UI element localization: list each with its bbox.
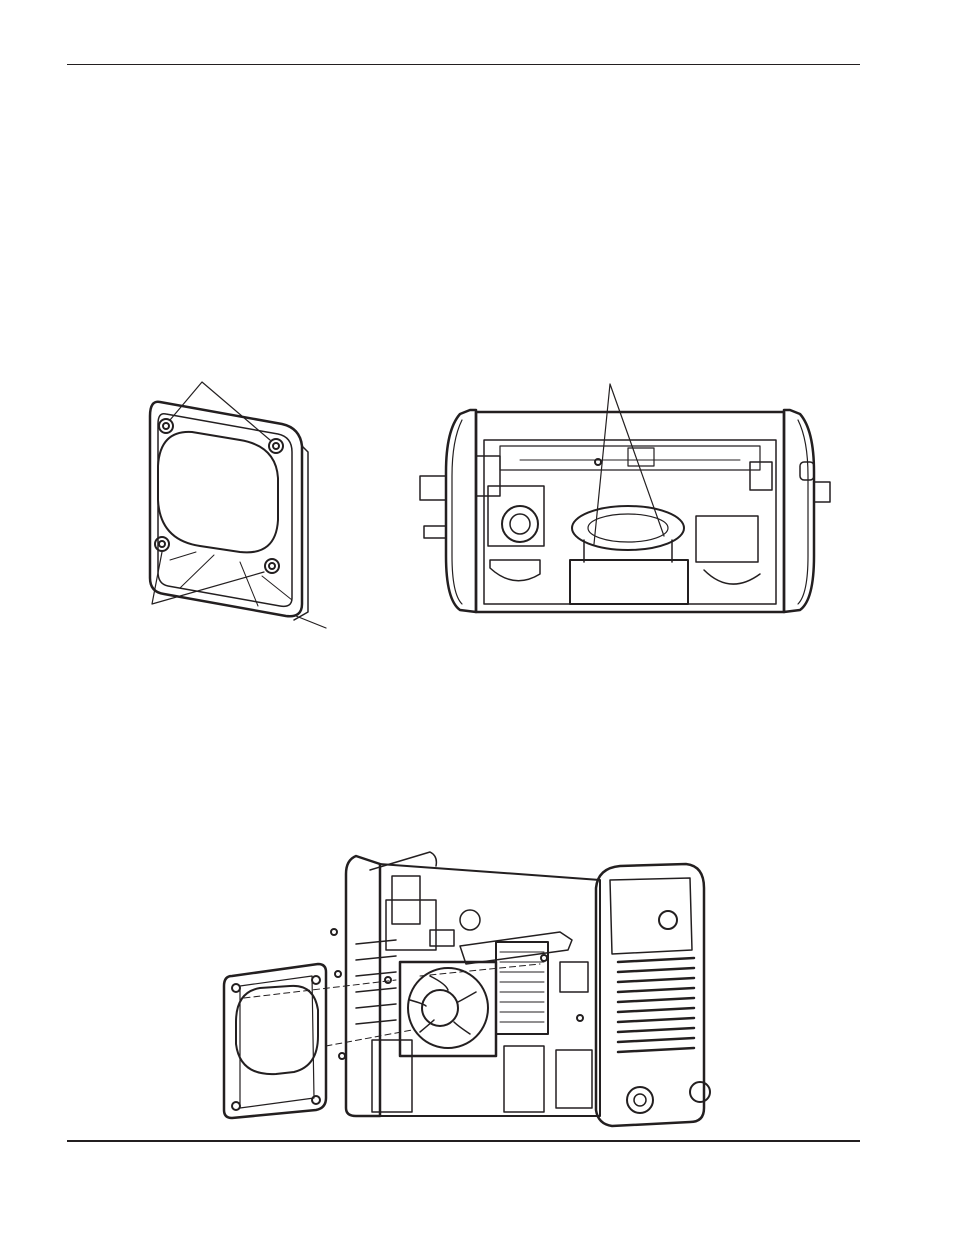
power-supply-exploded-icon	[222, 851, 711, 1128]
footer-rule	[67, 1140, 860, 1142]
fan-shroud-icon	[148, 381, 327, 629]
power-supply-top-icon	[419, 383, 831, 614]
header-rule	[67, 64, 860, 65]
